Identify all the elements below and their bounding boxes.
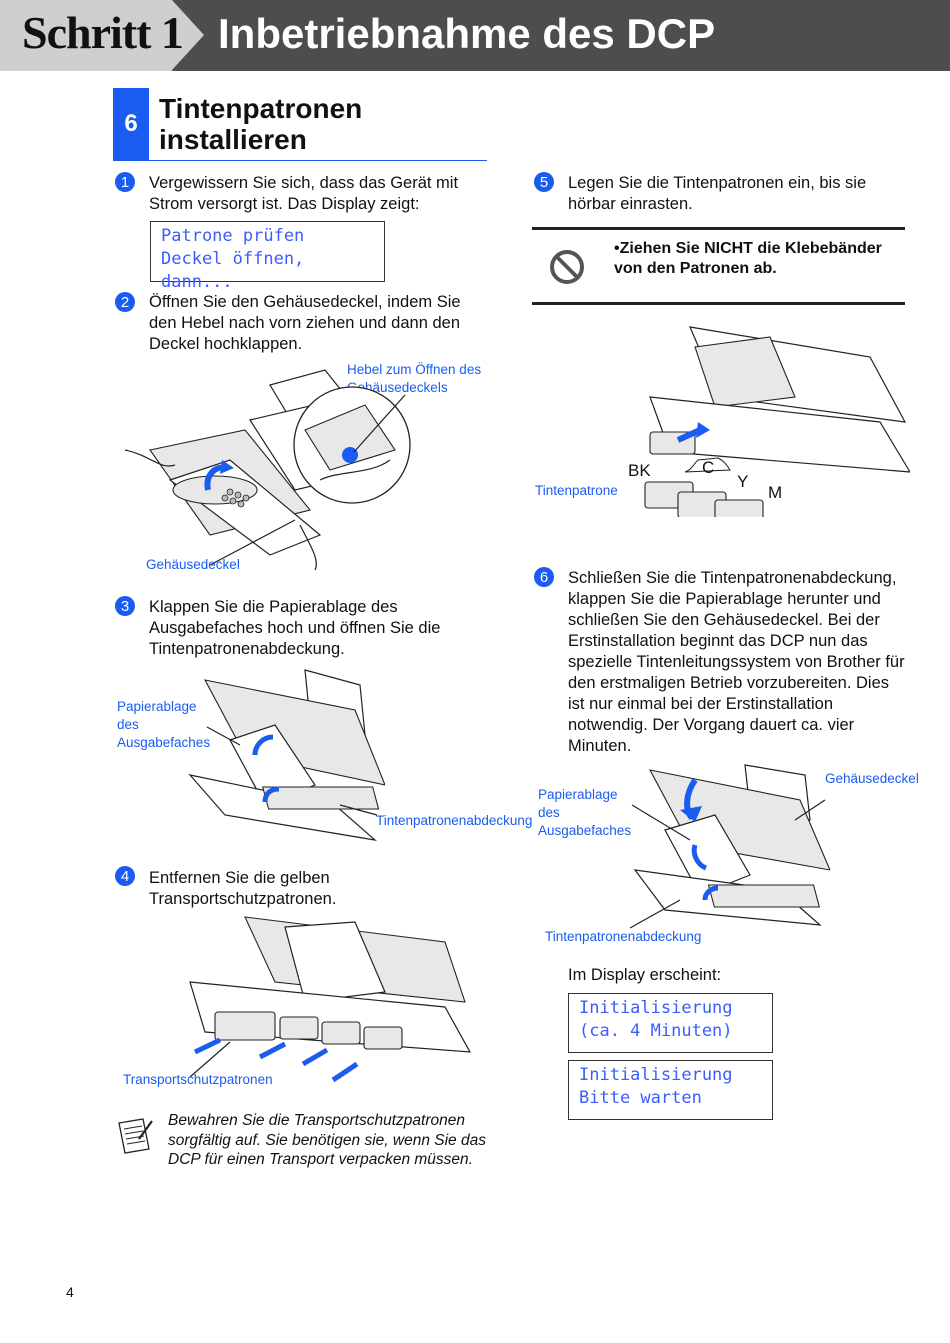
- warning-text: •Ziehen Sie NICHT die Klebebänder von de…: [614, 240, 882, 277]
- step-text: Schließen Sie die Tintenpatronenabdeckun…: [568, 569, 905, 755]
- lcd-line: Initialisierung: [579, 1065, 733, 1085]
- lcd-display: Initialisierung Bitte warten: [568, 1060, 773, 1120]
- section-title: Tintenpatronen installieren: [159, 93, 363, 155]
- caption-cover: Gehäusedeckel: [146, 557, 240, 572]
- step-number: 6: [534, 567, 554, 587]
- step-number: 4: [115, 866, 135, 886]
- caption-cartridge: Tintenpatrone: [535, 483, 618, 498]
- lcd-line: Deckel öffnen, dann...: [161, 249, 305, 292]
- section-number: 6: [113, 88, 149, 160]
- step-label: Schritt 1: [22, 7, 184, 58]
- lcd-line: Bitte warten: [579, 1088, 702, 1108]
- step-tab: [0, 0, 172, 71]
- lcd-line: (ca. 4 Minuten): [579, 1021, 733, 1041]
- caption-tray: Papierablage des Ausgabefaches: [538, 787, 632, 838]
- printer-open-cover-illustration: [124, 369, 411, 571]
- cartridge-label: C: [702, 458, 714, 477]
- cartridge-label: Y: [737, 472, 748, 491]
- step-tab-arrow: [172, 0, 204, 70]
- printer-close-illustration: [629, 764, 830, 929]
- step-text: Vergewissern Sie sich, dass das Gerät mi…: [149, 174, 459, 213]
- step-number: 2: [115, 292, 135, 312]
- note-icon: [118, 1118, 153, 1154]
- section-rule: [113, 160, 487, 161]
- display-intro: Im Display erscheint:: [568, 966, 722, 984]
- step-number: 5: [534, 172, 554, 192]
- caption-ink-cover: Tintenpatronenabdeckung: [376, 813, 533, 828]
- caption-ink-cover: Tintenpatronenabdeckung: [545, 929, 702, 944]
- step-text: Entfernen Sie die gelben Transportschutz…: [149, 869, 337, 908]
- step-text: Legen Sie die Tintenpatronen ein, bis si…: [568, 174, 867, 213]
- caption-cover: Gehäusedeckel: [825, 771, 919, 786]
- cartridge-label: BK: [628, 461, 651, 480]
- lcd-line: Patrone prüfen: [161, 226, 305, 246]
- cartridge-label: M: [768, 483, 782, 502]
- step-text: Klappen Sie die Papierablage des Ausgabe…: [149, 598, 441, 658]
- caption-tray: Papierablage des Ausgabefaches: [117, 699, 211, 750]
- lcd-display: Patrone prüfen Deckel öffnen, dann...: [150, 221, 385, 292]
- step-number: 1: [115, 172, 135, 192]
- lcd-display: Initialisierung (ca. 4 Minuten): [568, 993, 773, 1053]
- warning-rule-bottom: [532, 302, 905, 305]
- lcd-line: Initialisierung: [579, 998, 733, 1018]
- page-title: Inbetriebnahme des DCP: [218, 10, 716, 57]
- note-text: Bewahren Sie die Transportschutzpatronen…: [168, 1112, 486, 1168]
- step-text: Öffnen Sie den Gehäusedeckel, indem Sie …: [149, 293, 461, 353]
- printer-tray-illustration: [188, 669, 385, 841]
- printer-transport-illustration: [189, 916, 472, 1083]
- caption-transport: Transportschutzpatronen: [123, 1072, 273, 1087]
- page-number: 4: [66, 1284, 74, 1300]
- step-number: 3: [115, 596, 135, 616]
- prohibited-icon: [550, 250, 584, 284]
- warning-rule-top: [532, 227, 905, 230]
- printer-cartridge-illustration: BK C Y M: [628, 326, 910, 517]
